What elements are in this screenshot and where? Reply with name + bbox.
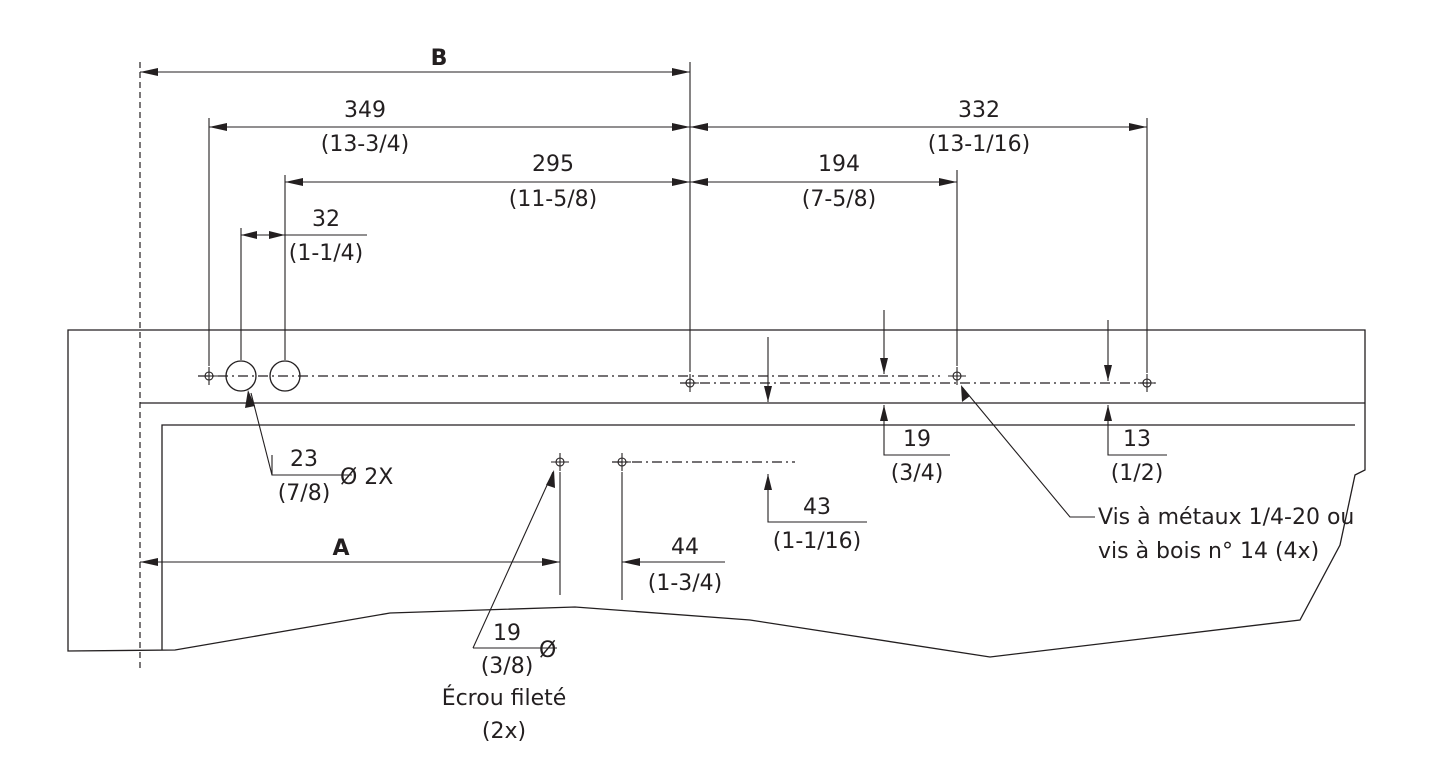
extension-lines — [208, 62, 1148, 600]
dim-44-in: (1-3/4) — [648, 571, 723, 596]
dim-295: 295 — [532, 152, 574, 177]
fraction-bars — [272, 234, 557, 649]
dim-13: 13 — [1123, 427, 1151, 452]
dim-19-bottom: 19 — [493, 621, 521, 646]
dim-32: 32 — [312, 207, 340, 232]
dim-332-in: (13-1/16) — [928, 132, 1031, 157]
label-B: B — [431, 46, 448, 71]
label-A: A — [332, 536, 349, 561]
dim-19-bottom-suffix: Ø — [539, 638, 556, 663]
nut-count: (2x) — [482, 719, 526, 744]
reference-lines — [139, 62, 1155, 672]
dim-32-in: (1-1/4) — [289, 241, 364, 266]
nut-label: Écrou fileté — [442, 685, 567, 711]
frame-outline — [67, 329, 1366, 658]
dim-23-in: (7/8) — [278, 481, 331, 506]
dim-332: 332 — [958, 98, 1000, 123]
holes — [199, 360, 1157, 472]
dim-23-suffix: Ø 2X — [340, 465, 393, 490]
dim-43: 43 — [803, 495, 831, 520]
screw-hole-4 — [1137, 373, 1157, 393]
dim-23: 23 — [290, 447, 318, 472]
dim-19-top-in: (3/4) — [891, 461, 944, 486]
screw-hole-2 — [680, 373, 700, 393]
screw-note-line1: Vis à métaux 1/4-20 ou — [1098, 505, 1354, 530]
dim-19-bottom-in: (3/8) — [481, 654, 534, 679]
screw-note-line2: vis à bois n° 14 (4x) — [1098, 539, 1319, 564]
leaders — [245, 385, 1095, 649]
dim-349: 349 — [344, 98, 386, 123]
nut-hole-1 — [550, 452, 570, 472]
dim-43-in: (1-1/16) — [773, 529, 862, 554]
dim-13-in: (1/2) — [1111, 461, 1164, 486]
dim-349-in: (13-3/4) — [321, 132, 410, 157]
dim-295-in: (11-5/8) — [509, 187, 598, 212]
dim-19-top: 19 — [903, 427, 931, 452]
screw-hole-3 — [947, 366, 967, 386]
screw-hole-1 — [199, 366, 219, 386]
nut-hole-2 — [612, 452, 632, 472]
large-hole-2 — [269, 360, 301, 392]
dim-44: 44 — [671, 535, 699, 560]
dim-194: 194 — [818, 152, 860, 177]
large-hole-1 — [225, 360, 257, 392]
dim-194-in: (7-5/8) — [802, 187, 877, 212]
